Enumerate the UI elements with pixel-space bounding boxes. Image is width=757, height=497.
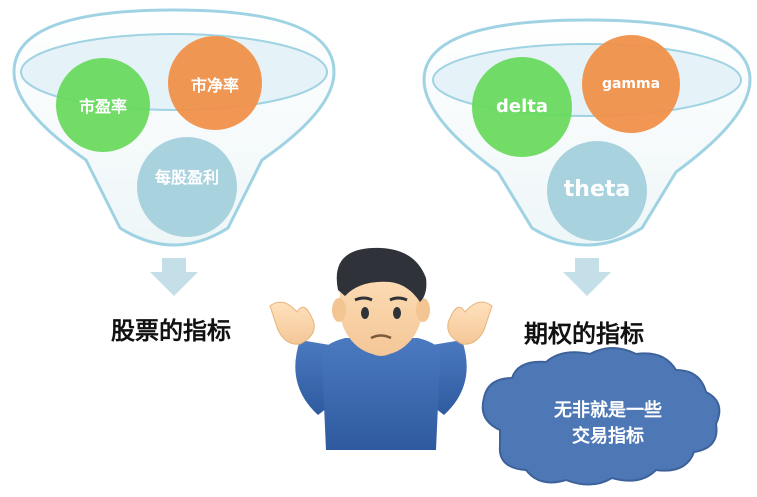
left-bubble-3-label: 每股盈利	[154, 168, 219, 187]
right-bubble-2-label: gamma	[601, 76, 661, 92]
shrugging-man-icon	[269, 247, 493, 450]
left-bubble-1-label: 市盈率	[78, 97, 127, 116]
left-bubble-3	[137, 137, 237, 237]
cloud-shape	[481, 347, 721, 486]
right-bubble-3	[547, 141, 647, 241]
right-bubble-1-label: delta	[495, 96, 548, 117]
right-bubble-1	[472, 57, 572, 157]
left-funnel	[12, 8, 336, 247]
left-down-arrow-icon	[150, 258, 198, 296]
cloud-line-1: 无非就是一些	[554, 400, 662, 421]
cloud-line-2: 交易指标	[572, 426, 644, 447]
left-bubble-2	[168, 36, 262, 130]
right-down-arrow-icon	[563, 258, 611, 296]
left-bubble-2-label: 市净率	[190, 76, 239, 95]
cloud-text: 无非就是一些 交易指标	[508, 398, 708, 450]
left-caption: 股票的指标	[111, 317, 231, 345]
right-bubble-2	[582, 35, 680, 133]
right-caption: 期权的指标	[524, 320, 644, 348]
left-bubble-1	[56, 58, 150, 152]
right-bubble-3-label: theta	[563, 177, 631, 202]
right-funnel	[422, 18, 752, 247]
